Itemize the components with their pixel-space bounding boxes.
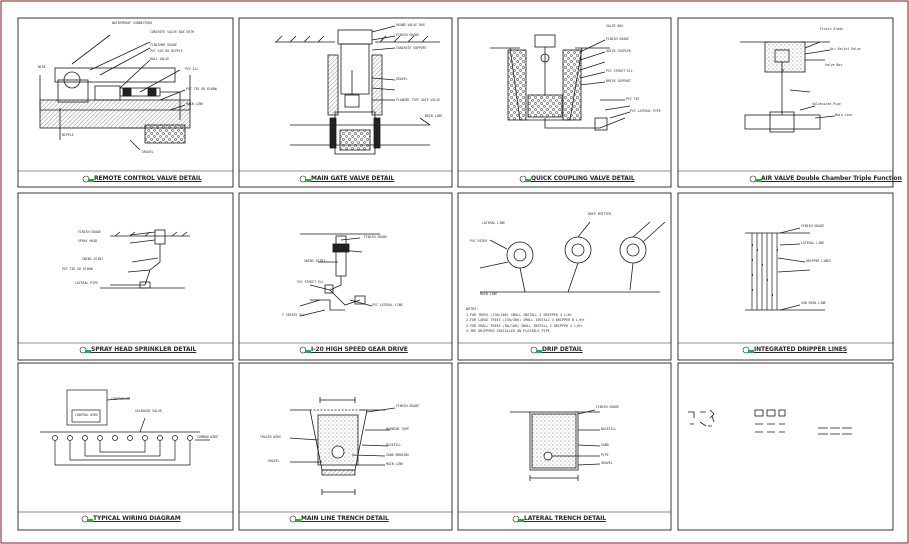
note-line: 1-FOR TREES (130/200) SMALL INSTALL 2 DR… (466, 312, 573, 317)
wiring-diagram-drawing (40, 389, 210, 466)
callout-label: Main Line (835, 113, 853, 117)
callout-label: GRAVEL (601, 461, 613, 465)
callout-label: BACKFILL (601, 427, 617, 431)
callout-label: FINISH GRADE (396, 33, 420, 37)
drip-detail-drawing (479, 221, 666, 293)
panel-title-drip-detail: DRIP DETAIL (542, 346, 583, 353)
callout-label: WARNING TAPE (386, 427, 410, 431)
callout-label: MAIN LINE (386, 462, 404, 466)
panel-title-main-gate-valve: MAIN GATE VALVE DETAIL (311, 175, 395, 182)
main-gate-valve-drawing (275, 25, 440, 155)
callout-label: CONTROL WIRE (75, 413, 99, 417)
callout-label: QUICK COUPLER (606, 49, 631, 53)
callout-label: GRAVEL (396, 77, 408, 81)
callout-label: PVC SCH 80 NIPPLE (150, 49, 183, 53)
callout-label: PVC LATERAL PIPE (630, 109, 661, 113)
callout-label: DRIPPER LINES (806, 259, 831, 263)
remote-control-valve-drawing (39, 34, 191, 151)
gear-drive-drawing (299, 233, 380, 317)
callout-label: FLANGED TYPE GATE VALVE (396, 98, 441, 102)
callout-label: MAIN LINE (480, 292, 498, 296)
callout-label: LATERAL LINE (482, 221, 506, 225)
panel-title-quick-coupling-valve: QUICK COUPLING VALVE DETAIL (531, 175, 635, 182)
panel-title-gear-drive: I-20 HIGH SPEED GEAR DRIVE (311, 346, 408, 353)
panel-title-lateral-trench: LATERAL TRENCH DETAIL (524, 515, 607, 522)
callout-label: LATERAL LINE (801, 241, 825, 245)
note-line: 3-FOR SMALL TREES (80/100) SMALL INSTALL… (466, 323, 583, 328)
callout-label: PVC RISER (470, 239, 488, 243)
panel-title-wiring-diagram: TYPICAL WIRING DIAGRAM (93, 515, 181, 522)
title-badges (79, 175, 761, 523)
panel-title-air-valve: AIR VALVE Double Chamber Triple Function (761, 175, 902, 182)
note-line: 2-FOR LARGE TREES (150/300) SMALL INSTAL… (466, 318, 585, 323)
callout-label: Finish Grade (820, 27, 844, 31)
callout-label: SWING JOINT (304, 259, 326, 263)
air-valve-drawing (740, 41, 836, 133)
callout-label: CONTROLLER (111, 397, 131, 401)
callout-label: CONCRETE SUPPORT (396, 46, 427, 50)
callout-label: PVC TEE (626, 97, 640, 101)
callout-label: ROUND VALVE BOX (396, 23, 425, 27)
callout-label: Galvanized Pipe (812, 102, 841, 106)
dripper-lines-drawing (745, 227, 825, 311)
panel-title-main-line-trench: MAIN LINE TRENCH DETAIL (301, 515, 389, 522)
callout-label: FINISH GRADE (396, 404, 420, 408)
panel-title-remote-control-valve: REMOTE CONTROL VALVE DETAIL (94, 175, 202, 182)
callout-label: SWING JOINT (82, 257, 104, 261)
callout-label: SUB MAIN LINE (801, 301, 826, 305)
note-line: NOTES: (466, 307, 479, 311)
spray-head-drawing (100, 229, 190, 289)
callout-label: NIPPLE (62, 133, 74, 137)
callout-label: WATERPROOF CONNECTORS (112, 21, 153, 25)
callout-label: T SERIES ELL (282, 313, 306, 317)
drip-notes: NOTES: 1-FOR TREES (130/200) SMALL INSTA… (466, 307, 584, 335)
callout-label: FINISHED GRADE (150, 43, 177, 47)
callout-label: SOLENOID VALVE (135, 409, 162, 413)
callout-label: BACKFILL (386, 443, 402, 447)
callout-label: SPRAY HEAD (78, 239, 98, 243)
callout-label: PVC STREET ELL (606, 69, 633, 73)
callout-label: PVC TEE OR ELBOW (186, 87, 217, 91)
callout-label: BRICK SUPPORT (606, 79, 631, 83)
callout-label: FINISH GRADE (78, 230, 102, 234)
callout-label: PVC STREET ELL (297, 280, 324, 284)
callout-label: CONCRETE VALVE BOX WITH (150, 30, 195, 34)
panel-title-spray-head: SPRAY HEAD SPRINKLER DETAIL (91, 346, 197, 353)
callout-label: COMMON WIRE (197, 435, 219, 439)
callout-label: MAIN LINE (425, 114, 443, 118)
lateral-trench-drawing (510, 409, 601, 481)
symbol-legend-drawing (688, 409, 852, 435)
callout-label: DRIP EMITTER (588, 212, 612, 216)
callout-label: Valve Box (825, 63, 843, 67)
callout-label: GRAVEL (142, 150, 154, 154)
callout-label: LATERAL PIPE (75, 281, 99, 285)
callout-label: WIRE (38, 65, 46, 69)
callout-label: FINISH GRADE (596, 405, 620, 409)
panel-grid (17, 17, 894, 531)
callout-label: GRAVEL (268, 459, 280, 463)
callout-label: Air Relief Valve (830, 47, 861, 51)
quick-coupling-valve-drawing (490, 34, 631, 131)
callout-label: MAIN LINE (186, 102, 204, 106)
callout-label: FINISH GRADE (364, 235, 388, 239)
title-strips (18, 170, 893, 513)
callout-label: PIPE (601, 453, 609, 457)
callout-label: FINISH GRADE (801, 224, 825, 228)
main-trench-drawing (289, 397, 396, 495)
callout-label: FINISH GRADE (606, 37, 630, 41)
callout-label: PVC ELL (185, 67, 199, 71)
callout-label: SAND BEDDING (386, 453, 410, 457)
callout-label: PVC LATERAL LINE (372, 303, 403, 307)
callout-label: TRACER WIRE (260, 435, 282, 439)
callout-label: BALL VALVE (150, 57, 170, 61)
callout-label: VALVE BOX (606, 24, 624, 28)
callout-label: PVC TEE OR ELBOW (62, 267, 93, 271)
callout-label: SAND (601, 443, 609, 447)
panel-title-dripper-lines: INTEGRATED DRIPPER LINES (754, 346, 847, 353)
note-line: 4-THE DRIPPERS INSTALLED ON FLEXIBLE PIP… (466, 329, 550, 334)
